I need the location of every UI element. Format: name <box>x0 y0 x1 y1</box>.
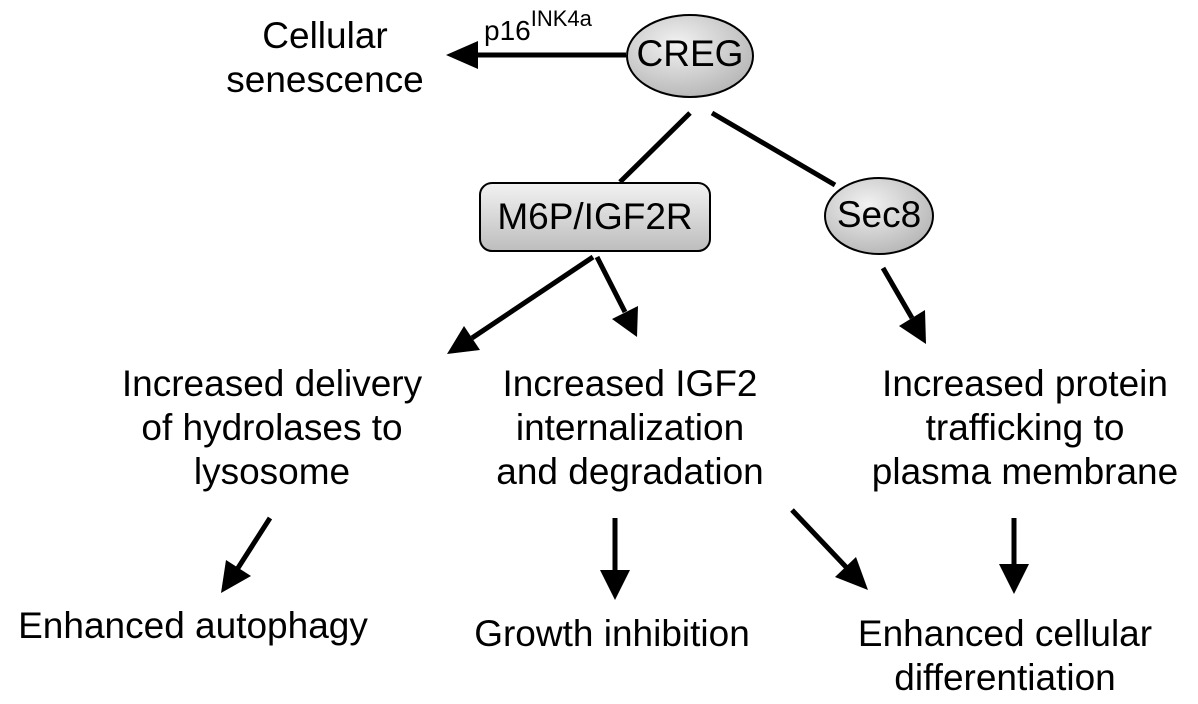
creg-node-shape <box>626 14 754 98</box>
m6p-node-shape <box>479 182 711 252</box>
arrow-m6p-to-delivery <box>447 254 595 354</box>
p16-superscript: INK4a <box>530 6 592 31</box>
cellular-senescence-label: Cellular senescence <box>226 15 424 100</box>
m6p-igf2r-node: M6P/IGF2R <box>480 196 710 238</box>
p16-edge-label: p16INK4a <box>484 2 592 48</box>
enhanced-autophagy-label: Enhanced autophagy <box>18 605 368 646</box>
increased-trafficking-label: Increased protein trafficking to plasma … <box>871 363 1179 492</box>
creg-label: CREG <box>636 33 744 74</box>
growth-inhibition-label: Growth inhibition <box>474 613 750 654</box>
arrow-igf2-to-growth <box>600 518 630 600</box>
creg-node: CREG <box>627 33 753 75</box>
arrow-igf2-to-differentiation <box>790 508 868 590</box>
sec8-label: Sec8 <box>836 194 922 235</box>
arrow-creg-to-senescence <box>446 41 626 69</box>
arrow-delivery-to-autophagy <box>221 516 273 593</box>
arrow-sec8-to-trafficking <box>880 266 926 344</box>
arrow-trafficking-to-differentiation <box>999 518 1029 594</box>
increased-igf2-label: Increased IGF2 internalization and degra… <box>496 363 764 492</box>
p16-base: p16 <box>484 15 531 46</box>
sec8-node-shape <box>824 177 934 255</box>
enhanced-differentiation-label: Enhanced cellular differentiation <box>857 613 1153 698</box>
creg-to-m6p-line <box>618 111 692 184</box>
m6p-igf2r-label: M6P/IGF2R <box>497 196 693 237</box>
sec8-node: Sec8 <box>825 194 933 236</box>
arrow-m6p-to-igf2 <box>594 255 638 337</box>
creg-to-sec8-line <box>710 110 837 188</box>
increased-delivery-label: Increased delivery of hydrolases to lyso… <box>121 363 423 492</box>
